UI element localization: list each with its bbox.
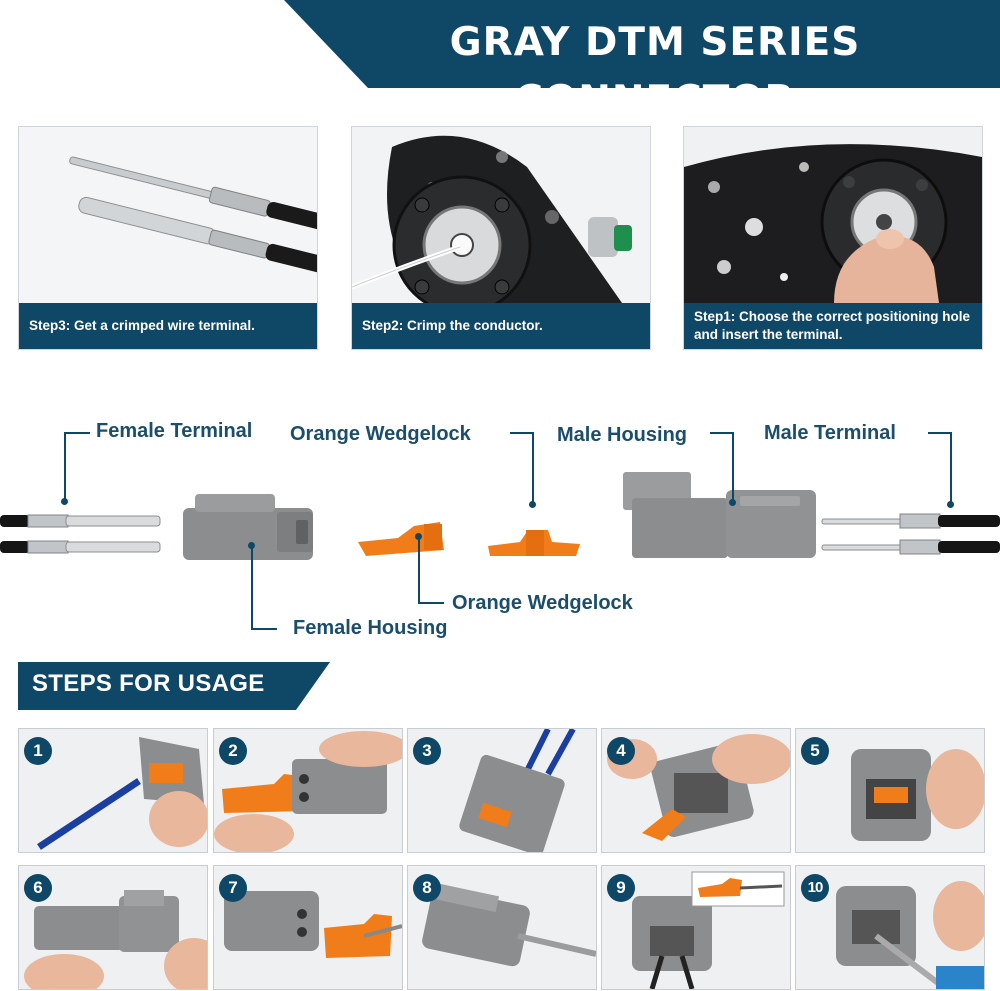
male-housing-part	[623, 472, 816, 558]
orange-wedgelock-bottom-label: Orange Wedgelock	[452, 592, 633, 614]
usage-step-tile-10: 10	[795, 865, 985, 990]
wedgelock-bottom-leader	[418, 602, 444, 604]
usage-step-tile-1: 1	[18, 728, 208, 853]
crimping-tool-image	[352, 127, 650, 303]
wedgelock-top-leader-v	[532, 432, 534, 504]
step-number-6: 6	[24, 874, 52, 902]
orange-wedgelock-1	[358, 522, 444, 556]
step-number-7: 7	[219, 874, 247, 902]
orange-wedgelock-2	[488, 530, 580, 556]
step2-caption: Step2: Crimp the conductor.	[352, 303, 650, 349]
usage-step-tile-2: 2	[213, 728, 403, 853]
step-number-1: 1	[24, 737, 52, 765]
usage-step-tile-7: 7	[213, 865, 403, 990]
usage-step-tile-5: 5	[795, 728, 985, 853]
wedgelock-top-leader	[510, 432, 534, 434]
step1-caption: Step1: Choose the correct positioning ho…	[684, 303, 982, 349]
usage-step-tile-9: 9	[601, 865, 791, 990]
male-terminal-leader	[928, 432, 952, 434]
usage-step-tile-8: 8	[407, 865, 597, 990]
usage-step-tile-3: 3	[407, 728, 597, 853]
female-housing-label: Female Housing	[293, 617, 448, 639]
page-title: GRAY DTM SERIES CONNECTOR	[449, 20, 861, 123]
header-banner	[0, 0, 1000, 88]
orange-wedgelock-top-label: Orange Wedgelock	[290, 423, 471, 445]
male-housing-leader-v	[732, 432, 734, 502]
female-terminal-label: Female Terminal	[96, 420, 253, 442]
male-housing-label: Male Housing	[557, 424, 688, 446]
female-terminal-leader	[64, 432, 90, 434]
male-terminal-dot	[947, 501, 954, 508]
steps-header	[18, 662, 330, 710]
step10-image	[796, 866, 984, 989]
step2-photo-panel: Step2: Crimp the conductor.	[351, 126, 651, 350]
female-housing-leader	[251, 628, 277, 630]
male-housing-leader	[710, 432, 734, 434]
step-number-10: 10	[801, 874, 829, 902]
male-terminal-label: Male Terminal	[764, 422, 896, 444]
step-number-5: 5	[801, 737, 829, 765]
step1-image	[19, 729, 207, 852]
step1-photo-panel: Step1: Choose the correct positioning ho…	[683, 126, 983, 350]
steps-header-shape	[18, 662, 330, 710]
wedgelock-bottom-leader-v	[418, 536, 420, 604]
step9-image	[602, 866, 790, 989]
step-number-2: 2	[219, 737, 247, 765]
wedgelock-top-dot	[529, 501, 536, 508]
female-terminal-pair	[0, 514, 161, 554]
step3-photo-panel: Step3: Get a crimped wire terminal.	[18, 126, 318, 350]
step-number-8: 8	[413, 874, 441, 902]
step7-image	[214, 866, 402, 989]
female-housing-part	[183, 494, 313, 560]
step5-image	[796, 729, 984, 852]
male-terminal-leader-v	[950, 432, 952, 504]
step-number-4: 4	[607, 737, 635, 765]
step6-image	[19, 866, 207, 989]
usage-step-tile-4: 4	[601, 728, 791, 853]
steps-title: STEPS FOR USAGE	[32, 670, 265, 697]
positioning-hole-image	[684, 127, 982, 303]
header-banner-shape	[284, 0, 1000, 88]
usage-step-tile-6: 6	[18, 865, 208, 990]
female-terminal-dot	[61, 498, 68, 505]
step-number-9: 9	[607, 874, 635, 902]
male-terminal-pair	[821, 513, 1000, 555]
female-housing-leader-v	[251, 545, 253, 630]
female-terminal-leader-v	[64, 432, 66, 502]
step3-caption: Step3: Get a crimped wire terminal.	[19, 303, 317, 349]
step-number-3: 3	[413, 737, 441, 765]
crimped-terminals-image	[19, 127, 317, 303]
male-housing-dot	[729, 499, 736, 506]
connector-parts-diagram	[0, 472, 1000, 560]
